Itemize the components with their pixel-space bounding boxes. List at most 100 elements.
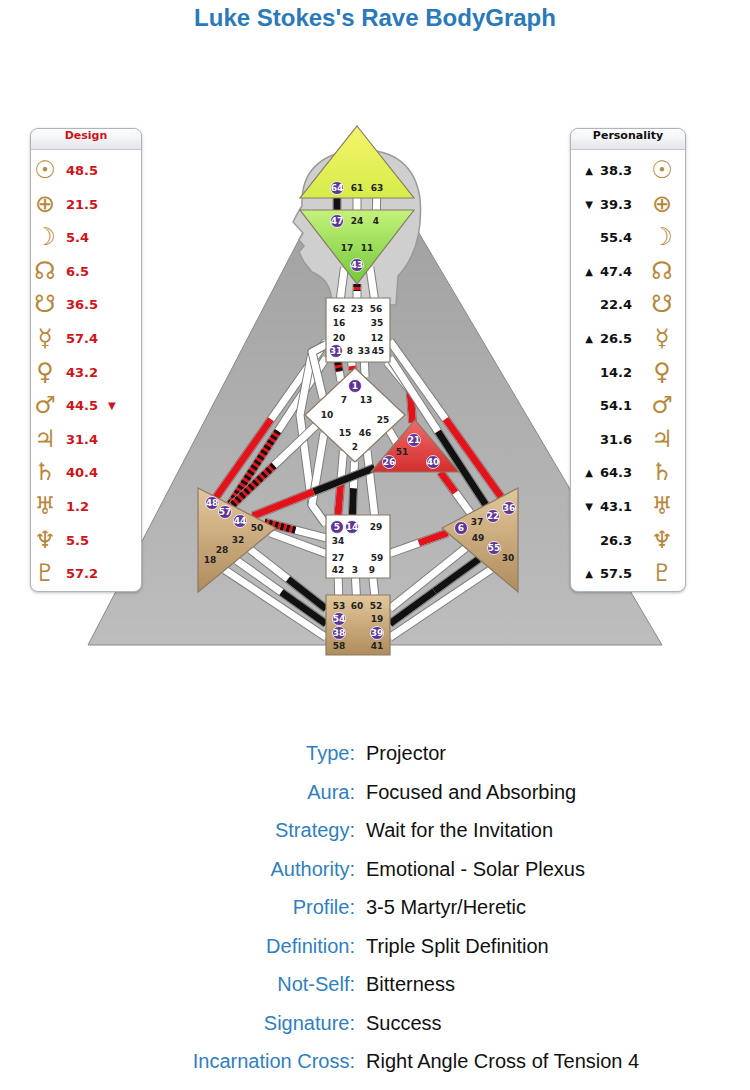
gate-marker	[333, 613, 346, 626]
planet-symbol: ⊕	[35, 190, 55, 218]
channel	[389, 430, 396, 442]
gate-number: 35	[371, 319, 384, 328]
channel-outline	[390, 341, 501, 497]
channel-body	[354, 284, 361, 298]
gate-number: 50	[251, 524, 264, 533]
channel-activation	[338, 362, 340, 372]
info-value: Triple Split Definition	[366, 934, 549, 957]
gate-marker	[331, 521, 344, 534]
channel-body	[253, 468, 375, 516]
panel-heading: Personality	[571, 129, 685, 150]
channel-body	[390, 533, 448, 554]
direction-arrow: ▲	[585, 568, 593, 579]
gate-marker	[234, 515, 247, 528]
throat-center: 622356163520123183345	[326, 298, 390, 362]
gate-number: 13	[360, 396, 373, 405]
channel-outline	[389, 430, 396, 442]
gate-marker	[331, 215, 344, 228]
personality-value: 26.5	[600, 331, 632, 346]
gate-number: 12	[371, 334, 384, 343]
planet-symbol: ♀	[36, 358, 54, 386]
planet-symbol: ☽	[34, 223, 56, 251]
planet-symbol: ☽	[651, 223, 673, 251]
gate-number: 14	[346, 523, 359, 532]
gate-number: 60	[351, 602, 364, 611]
direction-arrow: ▼	[585, 501, 593, 512]
gate-number: 30	[502, 554, 515, 563]
gate-number: 61	[351, 184, 364, 193]
channel-outline	[312, 345, 326, 398]
channel-body	[440, 472, 470, 513]
channel-outline	[440, 472, 470, 513]
channel-activation	[314, 468, 375, 492]
design-value: 44.5	[66, 398, 98, 413]
gate-number: 16	[333, 319, 346, 328]
gate-number: 53	[333, 602, 346, 611]
gate-number: 63	[371, 184, 384, 193]
info-key: Definition:	[266, 934, 355, 957]
channel-body	[390, 341, 501, 497]
channel-outline	[390, 569, 491, 637]
center-outline	[300, 126, 414, 198]
personality-value: 22.4	[600, 297, 632, 312]
channel-outline	[353, 198, 362, 210]
channel-outline	[352, 461, 354, 515]
gate-number: 18	[204, 556, 217, 565]
channel	[352, 461, 354, 515]
channel-body	[389, 430, 396, 442]
retrograde-arrow: ▼	[108, 400, 116, 411]
gate-number: 57	[219, 508, 232, 517]
design-value: 48.5	[66, 163, 98, 178]
design-value: 6.5	[66, 263, 89, 278]
gate-number: 32	[232, 536, 245, 545]
channel-outline	[390, 533, 448, 554]
direction-arrow: ▼	[585, 198, 593, 209]
gate-number: 40	[427, 458, 440, 467]
gate-number: 55	[488, 544, 501, 553]
ajna-center: 47244171143	[300, 210, 414, 284]
info-key: Incarnation Cross:	[193, 1050, 355, 1073]
gate-number: 39	[371, 629, 384, 638]
design-value: 1.2	[66, 499, 89, 514]
design-value: 5.4	[66, 230, 89, 245]
gate-marker	[383, 456, 396, 469]
planet-symbol: ♂	[651, 391, 673, 419]
channel	[253, 468, 375, 516]
info-value: Focused and Absorbing	[366, 780, 576, 803]
g-center: 1713102515462	[305, 368, 405, 462]
channel-outline	[370, 267, 375, 298]
channel	[312, 345, 326, 398]
channel	[376, 198, 377, 210]
channel	[373, 578, 375, 595]
center-outline	[326, 298, 390, 362]
gate-marker	[346, 521, 359, 534]
gate-number: 52	[370, 602, 383, 611]
channel-body	[312, 345, 326, 398]
planet-symbol: ♃	[651, 425, 673, 453]
gate-marker	[408, 434, 421, 447]
gate-marker	[351, 259, 364, 272]
root-center: 536052541938395841	[326, 595, 390, 655]
design-value: 36.5	[66, 297, 98, 312]
info-key: Strategy:	[275, 819, 355, 842]
info-key: Not-Self:	[277, 973, 355, 996]
personality-value: 14.2	[600, 364, 632, 379]
channel	[338, 362, 341, 381]
gate-number: 24	[351, 217, 364, 226]
planet-symbol: ♇	[34, 559, 56, 587]
gate-number: 7	[341, 396, 347, 405]
center-outline	[326, 515, 390, 578]
gate-number: 28	[216, 546, 229, 555]
channel-body	[340, 268, 344, 298]
channel	[370, 267, 375, 298]
channel-outline	[338, 362, 341, 381]
channel-outline	[352, 362, 353, 370]
gate-number: 56	[370, 305, 383, 314]
channel-activation	[253, 492, 314, 516]
gate-number: 8	[347, 347, 353, 356]
channel-body	[334, 198, 341, 210]
channel	[440, 472, 470, 513]
channel-activation	[334, 198, 341, 204]
planet-symbol: ☿	[38, 324, 53, 352]
